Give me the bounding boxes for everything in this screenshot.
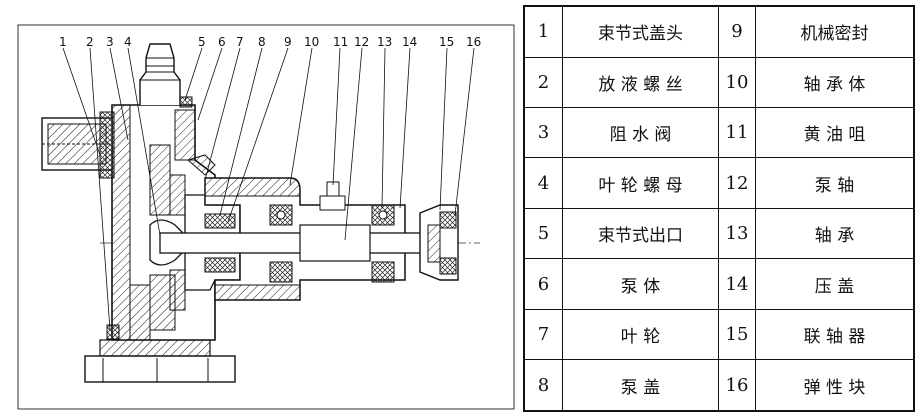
callout-13: 13 xyxy=(377,35,392,49)
parts-list-table: 1 束节式盖头 9 机械密封 2 放 液 螺 丝 10 轴 承 体 3 阻 水 … xyxy=(523,5,915,412)
callout-12: 12 xyxy=(354,35,369,49)
table-row: 3 阻 水 阀 11 黄 油 咀 xyxy=(523,106,915,159)
callout-4: 4 xyxy=(124,35,132,49)
part-name: 叶 轮 xyxy=(562,308,719,361)
part-name: 轴 承 xyxy=(755,207,915,260)
table-row: 5 束节式出口 13 轴 承 xyxy=(523,207,915,260)
part-number: 10 xyxy=(718,56,756,108)
part-number: 12 xyxy=(718,157,756,209)
callout-16: 16 xyxy=(466,35,481,49)
table-row: 6 泵 体 14 压 盖 xyxy=(523,258,915,310)
callout-labels: 1 2 3 4 5 6 7 8 9 10 11 12 13 14 15 16 xyxy=(59,35,481,49)
pump-foot xyxy=(84,339,236,383)
callout-14: 14 xyxy=(402,35,417,49)
callout-3: 3 xyxy=(106,35,114,49)
part-number: 15 xyxy=(718,308,756,361)
part-name: 黄 油 咀 xyxy=(755,106,915,159)
part-number: 4 xyxy=(523,157,563,209)
callout-15: 15 xyxy=(439,35,454,49)
pump-shaft xyxy=(159,224,441,262)
part-name: 泵 体 xyxy=(562,258,719,310)
part-name: 轴 承 体 xyxy=(755,56,915,108)
part-number: 5 xyxy=(523,207,563,260)
leader-lines xyxy=(62,47,475,331)
part-name: 束节式盖头 xyxy=(562,5,719,58)
callout-7: 7 xyxy=(236,35,244,49)
part-name: 压 盖 xyxy=(755,258,915,310)
bearings xyxy=(269,204,395,283)
coupling xyxy=(419,204,459,281)
part-number: 6 xyxy=(523,258,563,310)
callout-9: 9 xyxy=(284,35,292,49)
part-number: 9 xyxy=(718,5,756,58)
pump-section-drawing: 1 2 3 4 5 6 7 8 9 10 11 12 13 14 15 16 xyxy=(17,24,515,410)
inlet-coupling xyxy=(41,111,115,179)
part-number: 8 xyxy=(523,359,563,412)
part-name: 叶 轮 螺 母 xyxy=(562,157,719,209)
part-name: 放 液 螺 丝 xyxy=(562,56,719,108)
part-number: 1 xyxy=(523,5,563,58)
table-row: 4 叶 轮 螺 母 12 泵 轴 xyxy=(523,157,915,209)
part-name: 弹 性 块 xyxy=(755,359,915,412)
part-number: 2 xyxy=(523,56,563,108)
table-row: 1 束节式盖头 9 机械密封 xyxy=(523,5,915,58)
callout-1: 1 xyxy=(59,35,67,49)
outlet-nozzle xyxy=(139,43,193,108)
part-name: 联 轴 器 xyxy=(755,308,915,361)
part-name: 泵 盖 xyxy=(562,359,719,412)
callout-10: 10 xyxy=(304,35,319,49)
part-number: 11 xyxy=(718,106,756,159)
part-number: 13 xyxy=(718,207,756,260)
part-number: 14 xyxy=(718,258,756,310)
callout-6: 6 xyxy=(218,35,226,49)
callout-5: 5 xyxy=(198,35,206,49)
callout-2: 2 xyxy=(86,35,94,49)
part-number: 7 xyxy=(523,308,563,361)
table-row: 8 泵 盖 16 弹 性 块 xyxy=(523,359,915,412)
callout-11: 11 xyxy=(333,35,348,49)
part-name: 机械密封 xyxy=(755,5,915,58)
part-number: 16 xyxy=(718,359,756,412)
table-row: 7 叶 轮 15 联 轴 器 xyxy=(523,308,915,361)
callout-8: 8 xyxy=(258,35,266,49)
part-number: 3 xyxy=(523,106,563,159)
drawing-frame xyxy=(17,24,515,410)
part-name: 束节式出口 xyxy=(562,207,719,260)
part-name: 阻 水 阀 xyxy=(562,106,719,159)
table-row: 2 放 液 螺 丝 10 轴 承 体 xyxy=(523,56,915,108)
part-name: 泵 轴 xyxy=(755,157,915,209)
